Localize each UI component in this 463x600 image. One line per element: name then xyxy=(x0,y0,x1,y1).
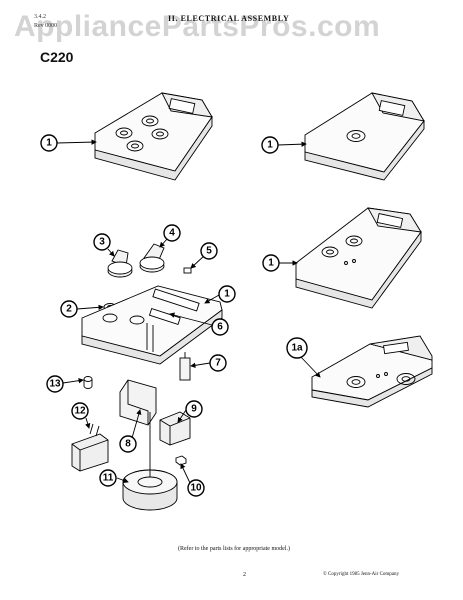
callout-6: 6 xyxy=(211,318,229,336)
svg-text:3: 3 xyxy=(99,237,105,248)
control-panel-2-knob xyxy=(295,207,422,309)
svg-text:11: 11 xyxy=(103,473,114,484)
callout-1-top-right: 1 xyxy=(261,136,279,154)
svg-text:1: 1 xyxy=(224,289,230,300)
header-left-line1: 3.4.2 xyxy=(34,14,46,20)
svg-text:6: 6 xyxy=(217,322,223,333)
exploded-assembly xyxy=(71,243,223,511)
svg-text:10: 10 xyxy=(190,483,202,494)
callout-1-exploded: 1 xyxy=(218,285,236,303)
callout-12: 12 xyxy=(71,402,89,420)
page-number: 2 xyxy=(243,572,246,578)
callout-1a: 1a xyxy=(286,337,308,359)
callout-9: 9 xyxy=(185,400,203,418)
svg-text:5: 5 xyxy=(206,246,212,257)
control-panel-1-knob xyxy=(304,92,425,181)
callout-4: 4 xyxy=(163,224,181,242)
callout-7: 7 xyxy=(209,354,227,372)
svg-text:2: 2 xyxy=(66,304,72,315)
svg-text:4: 4 xyxy=(169,228,175,239)
copyright: © Copyright 1985 Jenn-Air Company xyxy=(323,572,400,577)
callout-8: 8 xyxy=(119,435,137,453)
callout-10: 10 xyxy=(187,479,205,497)
svg-text:1: 1 xyxy=(268,258,274,269)
svg-text:1: 1 xyxy=(46,138,52,149)
svg-text:1: 1 xyxy=(267,140,273,151)
svg-text:1a: 1a xyxy=(291,343,303,354)
svg-text:9: 9 xyxy=(191,404,197,415)
svg-text:13: 13 xyxy=(49,379,61,390)
svg-text:8: 8 xyxy=(125,439,131,450)
svg-text:7: 7 xyxy=(215,358,221,369)
callout-1-mid-right: 1 xyxy=(262,254,280,272)
header-left-line2: Rev 0000 xyxy=(34,23,58,29)
footer-note: (Refer to the parts lists for appropriat… xyxy=(178,546,290,552)
leader-lines xyxy=(62,238,220,484)
callout-2: 2 xyxy=(60,300,78,318)
section-title: II. ELECTRICAL ASSEMBLY xyxy=(168,14,290,23)
svg-text:12: 12 xyxy=(74,406,86,417)
callout-11: 11 xyxy=(99,469,117,487)
callout-5: 5 xyxy=(200,242,218,260)
callout-1-top-left: 1 xyxy=(40,134,58,152)
control-panel-4-knob xyxy=(94,92,213,181)
callout-3: 3 xyxy=(93,233,111,251)
callout-13: 13 xyxy=(46,375,64,393)
model-number: C220 xyxy=(40,49,74,65)
control-panel-1a xyxy=(311,335,433,408)
